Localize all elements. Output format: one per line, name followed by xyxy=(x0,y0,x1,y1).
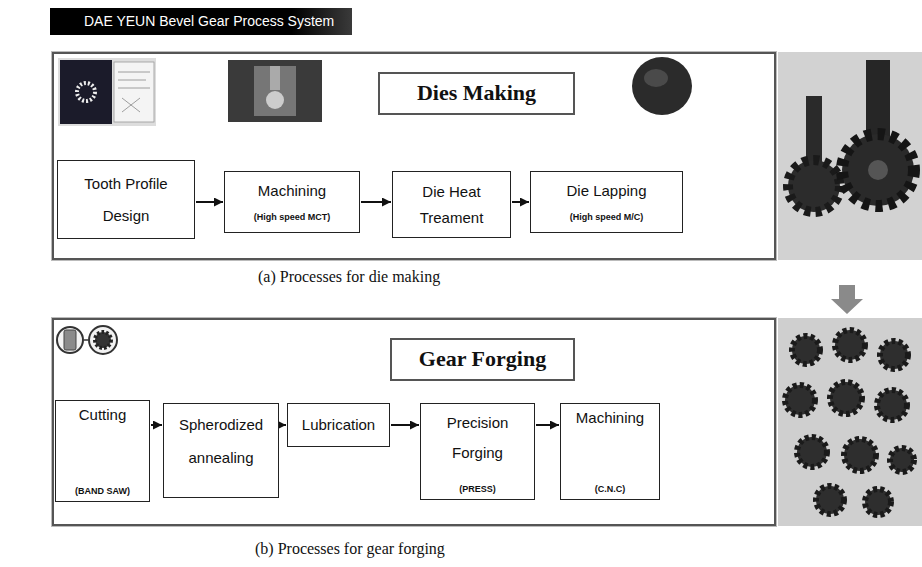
gear-hub xyxy=(868,160,888,180)
box-label: Die Lapping xyxy=(566,181,646,201)
process-panel: (b) Processes for gear forgingGear Forgi… xyxy=(52,318,776,526)
down-block-arrow xyxy=(831,285,863,314)
box-label: Cutting xyxy=(79,405,127,425)
title-text: DAE YEUN Bevel Gear Process System xyxy=(50,8,352,35)
box-label: Precision Forging xyxy=(433,408,523,468)
flow-arrow xyxy=(391,424,419,426)
forged-gear xyxy=(880,341,908,369)
section-title: Gear Forging xyxy=(419,346,546,372)
spindle xyxy=(270,66,280,90)
box-label: Machining xyxy=(576,408,644,428)
box-sublabel: (BAND SAW) xyxy=(75,486,130,497)
gear-icon xyxy=(95,332,111,348)
box-label: Lubrication xyxy=(302,415,375,435)
forged-gear xyxy=(816,486,844,514)
forged-gear xyxy=(835,330,865,360)
drawing-lines xyxy=(118,72,150,112)
gear-shaft xyxy=(866,60,890,138)
box-sublabel: (High speed MCT) xyxy=(254,212,331,223)
process-box: Die Lapping (High speed M/C) xyxy=(530,171,683,233)
die-highlight xyxy=(644,69,668,87)
section-title-box: Gear Forging xyxy=(390,338,575,381)
billet xyxy=(64,330,76,350)
box-label: Machining xyxy=(258,181,326,201)
box-sublabel: (C.N.C) xyxy=(595,484,626,495)
flow-arrow xyxy=(512,201,529,203)
billet-icon xyxy=(57,327,83,353)
bevel-gear xyxy=(788,160,840,212)
flow-arrow xyxy=(536,424,559,426)
billet-to-gear-icons xyxy=(57,326,117,354)
flow-arrow xyxy=(280,424,286,426)
die-photo xyxy=(632,57,692,115)
process-panel: (a) Processes for die makingDies MakingT… xyxy=(52,52,776,260)
gear-icon xyxy=(77,83,95,101)
forged-gear xyxy=(797,437,827,467)
box-sublabel: (PRESS) xyxy=(459,484,496,495)
bevel-gear xyxy=(842,134,914,206)
icon-joiner xyxy=(84,339,88,341)
machine-ground xyxy=(228,60,322,122)
flow-arrow xyxy=(151,424,162,426)
machine-body xyxy=(254,66,296,116)
forged-gear xyxy=(785,385,815,415)
design-screenshot xyxy=(58,58,156,126)
process-box: Lubrication xyxy=(287,403,390,447)
box-sublabel: (High speed M/C) xyxy=(570,212,644,223)
photo-ground xyxy=(778,318,922,526)
gear-icon-ring xyxy=(89,326,117,354)
screen-frame xyxy=(58,58,156,126)
screen-dark-pane xyxy=(60,60,112,124)
forged-gear xyxy=(877,390,907,420)
panel-caption: (a) Processes for die making xyxy=(258,268,440,286)
panel-caption: (b) Processes for gear forging xyxy=(255,540,445,558)
process-box: Machining (High speed MCT) xyxy=(224,171,360,233)
photo-ground xyxy=(778,52,922,260)
section-title-box: Dies Making xyxy=(378,72,575,115)
box-label: Die Heat Treament xyxy=(402,179,502,230)
forged-gear xyxy=(830,382,862,414)
machining-center-photo xyxy=(228,60,322,122)
forged-gear xyxy=(792,336,820,364)
drawing-sheet xyxy=(114,62,154,122)
process-box: Spherodized annealing xyxy=(163,403,279,498)
process-box: Die Heat Treament xyxy=(392,171,511,238)
process-box: Cutting (BAND SAW) xyxy=(55,400,150,502)
flow-arrow xyxy=(361,201,391,203)
workpiece xyxy=(266,91,284,109)
forged-gear-photo-strip xyxy=(778,318,922,526)
flow-arrow xyxy=(196,201,223,203)
forged-gear xyxy=(844,439,876,471)
box-label: Spherodized annealing xyxy=(172,408,270,474)
forged-gear xyxy=(890,448,914,472)
process-box: Precision Forging (PRESS) xyxy=(420,403,535,500)
forging-die xyxy=(632,57,692,115)
process-box: Machining (C.N.C) xyxy=(560,403,660,500)
forged-gear xyxy=(865,489,891,515)
title-bar: DAE YEUN Bevel Gear Process System xyxy=(50,8,352,35)
die-photo-strip xyxy=(778,52,922,260)
process-box: Tooth Profile Design xyxy=(57,160,195,239)
box-label: Tooth Profile Design xyxy=(71,168,181,231)
section-title: Dies Making xyxy=(417,80,536,106)
